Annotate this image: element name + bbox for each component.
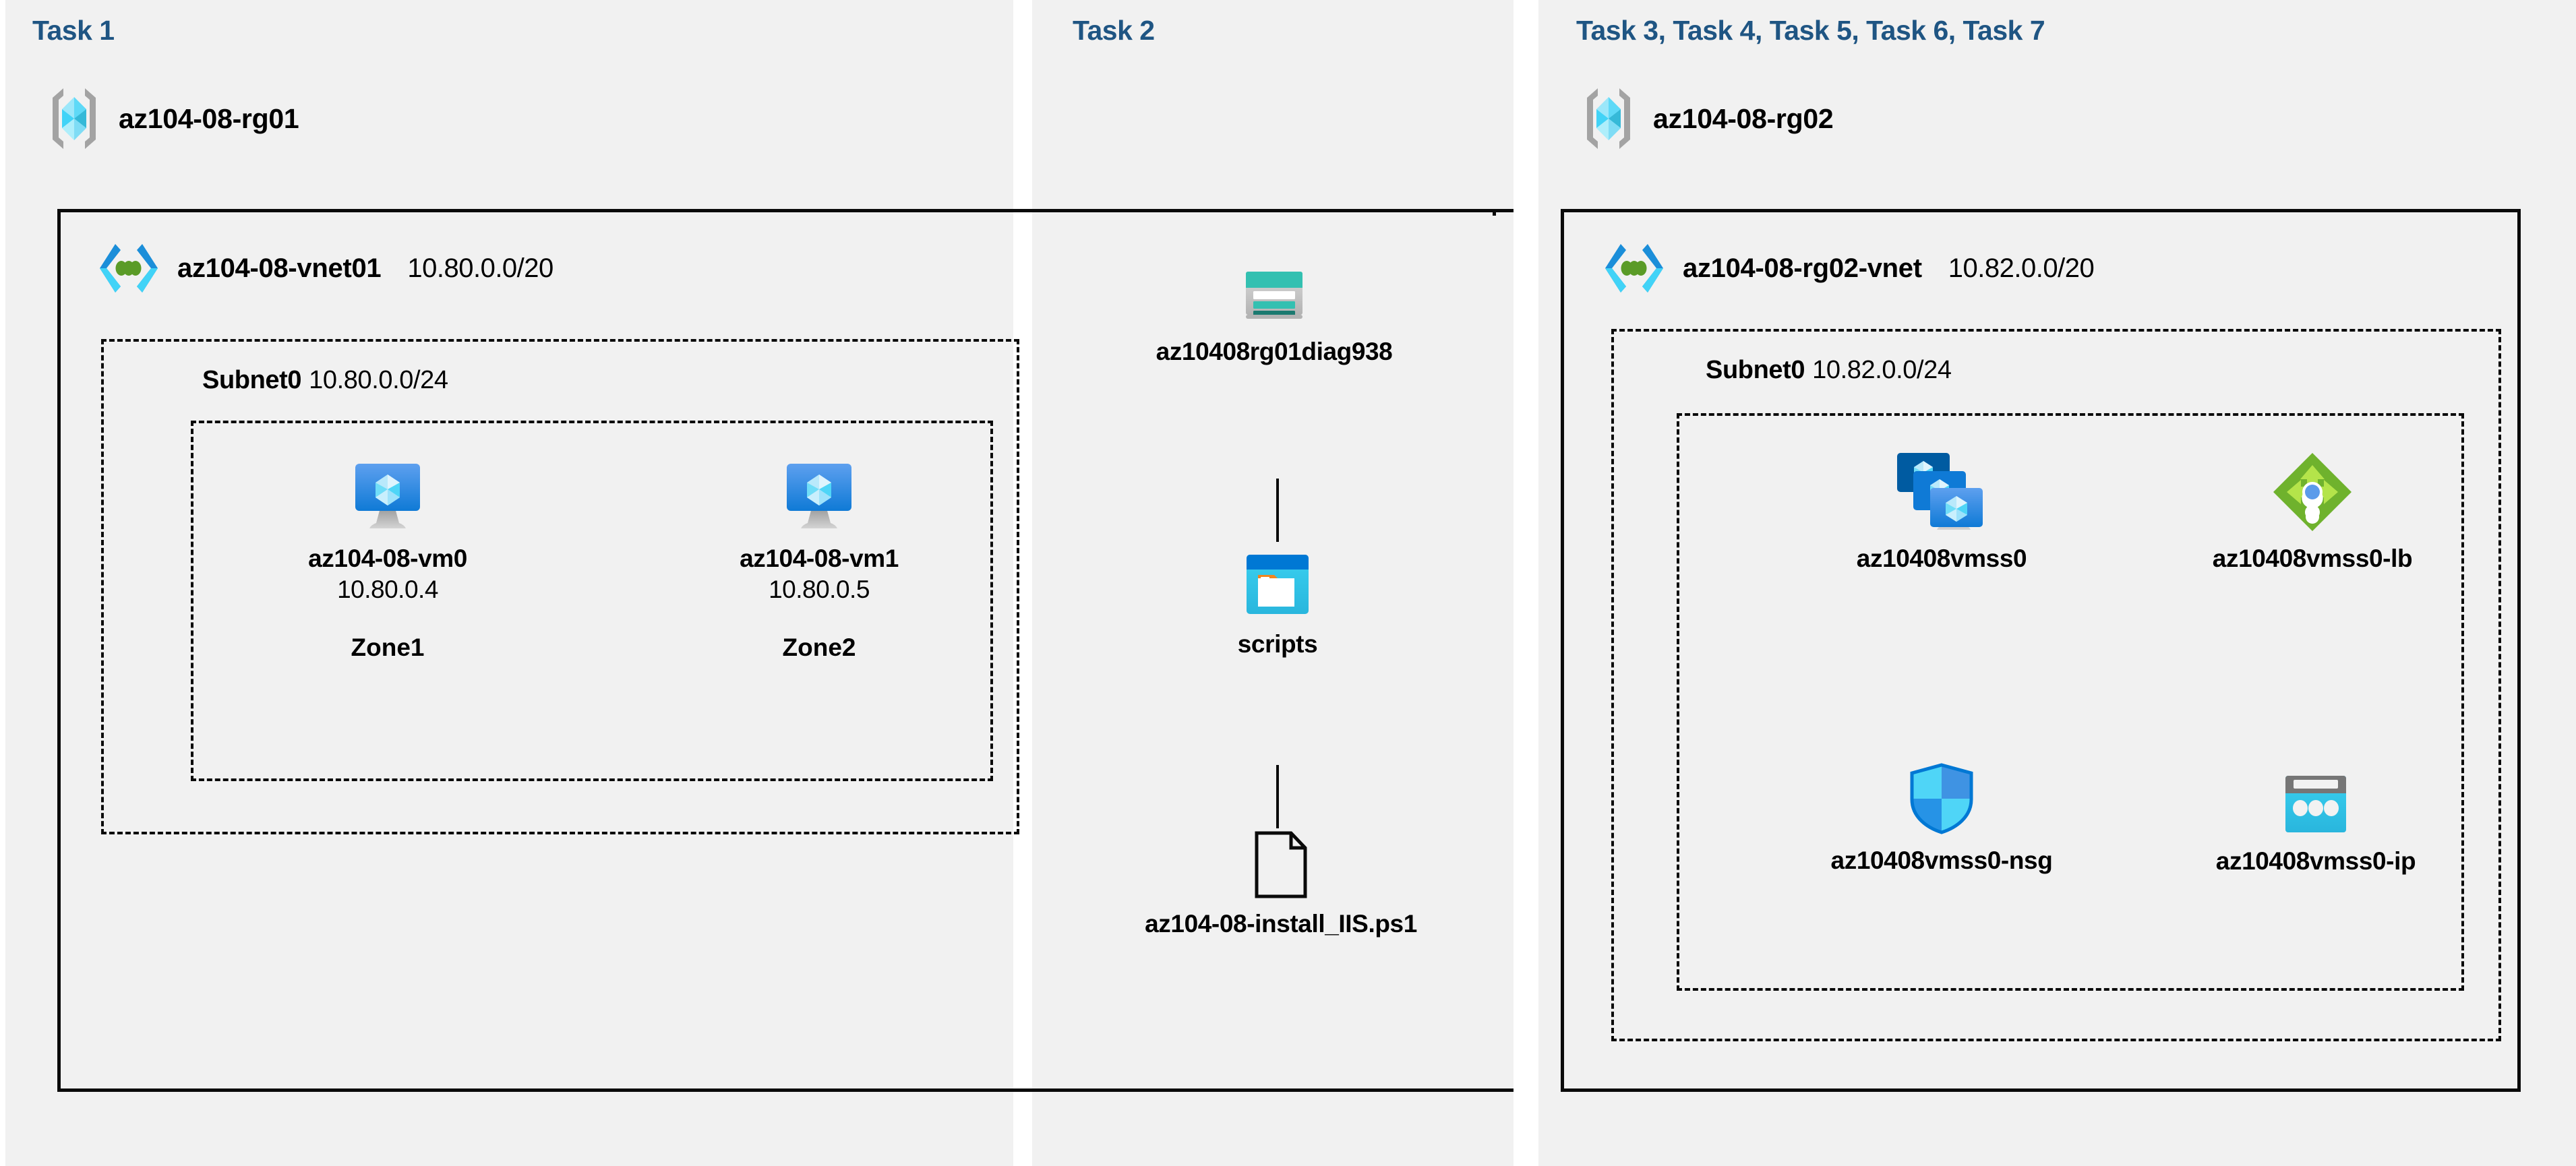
resource-group-rg02-label: az104-08-rg02 bbox=[1653, 102, 1834, 134]
resource-group-rg02: az104-08-rg02 bbox=[1583, 86, 1834, 151]
blob-container-icon bbox=[1242, 549, 1313, 619]
node-blob-container[interactable]: scripts bbox=[1163, 549, 1392, 658]
resource-group-rg01: az104-08-rg01 bbox=[49, 86, 299, 151]
vm-scale-set-label: az10408vmss0 bbox=[1856, 545, 2027, 572]
rg02-vnet-boundary bbox=[1561, 209, 2521, 1092]
availability-zone-boundary bbox=[191, 421, 993, 781]
node-public-ip-address[interactable]: az10408vmss0-ip bbox=[2164, 772, 2467, 876]
virtual-machine-icon bbox=[781, 458, 857, 534]
resource-group-rg01-label: az104-08-rg01 bbox=[119, 102, 299, 134]
task-2-heading: Task 2 bbox=[1073, 15, 1155, 46]
subnet0-rg01-cidr: 10.80.0.0/24 bbox=[309, 366, 448, 394]
vm0-zone: Zone1 bbox=[351, 634, 425, 661]
rg02-vnet-cidr: 10.82.0.0/20 bbox=[1948, 253, 2095, 283]
node-az104-08-vm1[interactable]: az104-08-vm1 10.80.0.5 Zone2 bbox=[705, 458, 934, 662]
network-security-group-icon bbox=[1907, 762, 1977, 836]
node-ps1-file[interactable]: az104-08-install_IIS.ps1 bbox=[1079, 830, 1483, 938]
subnet0-rg01-boundary bbox=[101, 339, 1019, 834]
ps1-file-label: az104-08-install_IIS.ps1 bbox=[1145, 910, 1417, 938]
task-1-heading: Task 1 bbox=[32, 15, 115, 46]
task-3-to-7-heading: Task 3, Task 4, Task 5, Task 6, Task 7 bbox=[1576, 15, 2045, 46]
network-security-group-label: az10408vmss0-nsg bbox=[1830, 847, 2053, 874]
connector-scripts-to-file bbox=[1276, 765, 1279, 828]
vm0-ip: 10.80.0.4 bbox=[337, 576, 438, 603]
task-2-box-top-border bbox=[1013, 209, 1514, 212]
subnet0-rg01-name: Subnet0 bbox=[202, 366, 302, 394]
load-balancer-label: az10408vmss0-lb bbox=[2212, 545, 2413, 572]
public-ip-address-label: az10408vmss0-ip bbox=[2215, 847, 2416, 875]
vm1-ip: 10.80.0.5 bbox=[769, 576, 870, 603]
panel-gap-2 bbox=[1514, 0, 1538, 1166]
vnet01-name: az104-08-vnet01 bbox=[177, 253, 382, 283]
virtual-network-icon bbox=[1603, 241, 1665, 295]
panel-gap-1 bbox=[1013, 0, 1032, 1166]
file-icon bbox=[1253, 830, 1309, 899]
storage-account-icon bbox=[1240, 259, 1308, 327]
rg02-vnet-name: az104-08-rg02-vnet bbox=[1683, 253, 1922, 283]
rg02-vnet-title-row: az104-08-rg02-vnet 10.82.0.0/20 bbox=[1603, 241, 2095, 295]
vnet01-cidr: 10.80.0.0/20 bbox=[407, 253, 553, 283]
resource-group-icon bbox=[49, 86, 100, 151]
node-az104-08-vm0[interactable]: az104-08-vm0 10.80.0.4 Zone1 bbox=[273, 458, 502, 662]
vm1-zone: Zone2 bbox=[782, 634, 856, 661]
public-ip-address-icon bbox=[2281, 772, 2350, 836]
storage-account-label: az10408rg01diag938 bbox=[1156, 338, 1393, 365]
blob-container-label: scripts bbox=[1237, 630, 1318, 658]
subnet0-rg02-cidr: 10.82.0.0/24 bbox=[1812, 356, 1952, 384]
task-2-box-bottom-border bbox=[1013, 1088, 1514, 1092]
node-vm-scale-set[interactable]: az10408vmss0 bbox=[1790, 450, 2093, 573]
node-storage-account[interactable]: az10408rg01diag938 bbox=[1119, 259, 1429, 366]
load-balancer-icon bbox=[2271, 450, 2354, 534]
vnet01-title-row: az104-08-vnet01 10.80.0.0/20 bbox=[98, 241, 553, 295]
subnet0-rg02-name: Subnet0 bbox=[1706, 356, 1805, 384]
vm1-label: az104-08-vm1 bbox=[740, 545, 899, 572]
vm-scale-set-icon bbox=[1894, 450, 1989, 534]
vm0-label: az104-08-vm0 bbox=[308, 545, 467, 572]
rg02-resources-boundary bbox=[1677, 413, 2464, 991]
node-network-security-group[interactable]: az10408vmss0-nsg bbox=[1766, 762, 2117, 875]
subnet0-rg02-boundary bbox=[1611, 329, 2501, 1041]
connector-storage-to-scripts bbox=[1276, 479, 1279, 542]
virtual-machine-icon bbox=[350, 458, 425, 534]
resource-group-icon bbox=[1583, 86, 1634, 151]
task-2-panel-fill bbox=[1032, 216, 1514, 1088]
node-load-balancer[interactable]: az10408vmss0-lb bbox=[2154, 450, 2471, 573]
virtual-network-icon bbox=[98, 241, 160, 295]
